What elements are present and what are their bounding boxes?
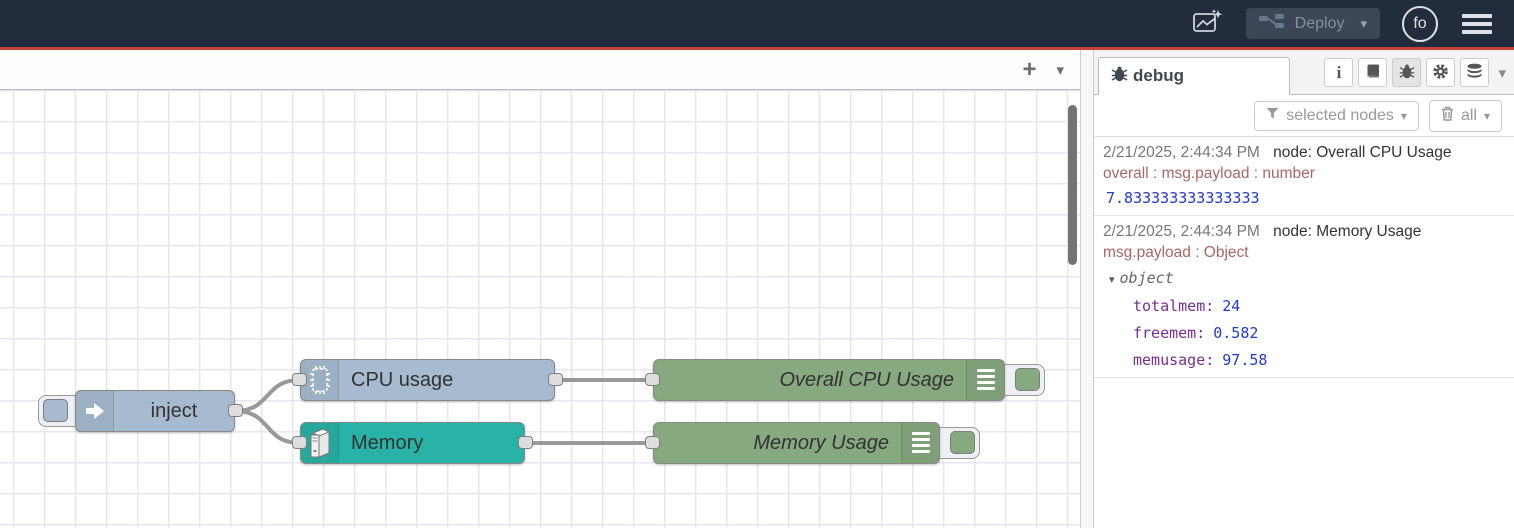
deploy-icon bbox=[1258, 13, 1285, 35]
trash-icon bbox=[1441, 106, 1454, 126]
book-icon bbox=[1365, 63, 1381, 82]
debug-toggle-button[interactable] bbox=[999, 364, 1045, 396]
wire-inject-to-memory[interactable] bbox=[233, 409, 302, 445]
deploy-label: Deploy bbox=[1294, 14, 1345, 32]
inject-arrow-icon bbox=[76, 391, 114, 431]
wire-layer bbox=[233, 377, 655, 446]
node-inject[interactable]: inject bbox=[75, 390, 235, 432]
message-topic: overall : msg.payload : number bbox=[1103, 165, 1315, 182]
port-memory-output[interactable] bbox=[518, 436, 533, 449]
object-root-label[interactable]: object bbox=[1119, 269, 1174, 287]
flow-canvas[interactable]: inject CPU usage bbox=[0, 90, 1080, 528]
deploy-dropdown-chevron-icon[interactable]: ▾ bbox=[1360, 15, 1367, 31]
property-value: 97.58 bbox=[1222, 351, 1268, 369]
wire-inject-to-cpu[interactable] bbox=[233, 378, 302, 413]
property-value: 0.582 bbox=[1213, 324, 1259, 342]
debug-output-icon bbox=[901, 423, 939, 463]
node-label: Overall CPU Usage bbox=[779, 368, 954, 391]
port-cpu-input[interactable] bbox=[292, 373, 307, 386]
message-source-node: node: Memory Usage bbox=[1273, 223, 1422, 240]
info-icon: i bbox=[1336, 62, 1342, 82]
tab-context[interactable] bbox=[1460, 58, 1490, 87]
object-property-row: freemem: 0.582 bbox=[1103, 324, 1505, 342]
node-label: CPU usage bbox=[351, 368, 454, 391]
tree-collapse-chevron-icon[interactable]: ▾ bbox=[1109, 274, 1115, 286]
sidebar-toolbar: i bbox=[1324, 58, 1506, 87]
debug-output-icon bbox=[966, 360, 1004, 400]
node-label: Memory Usage bbox=[753, 431, 889, 454]
port-debug-memory-input[interactable] bbox=[645, 436, 660, 449]
tab-debug-icon-button[interactable] bbox=[1392, 58, 1422, 87]
debug-message[interactable]: 2/21/2025, 2:44:34 PM node: Overall CPU … bbox=[1094, 137, 1514, 216]
add-flow-button[interactable]: + bbox=[1022, 55, 1037, 83]
clear-chevron-icon: ▾ bbox=[1483, 108, 1490, 123]
object-property-row: totalmem: 24 bbox=[1103, 297, 1505, 315]
tab-help[interactable] bbox=[1358, 58, 1388, 87]
header-bar: Deploy ▾ fo bbox=[0, 0, 1514, 47]
deploy-button[interactable]: Deploy ▾ bbox=[1245, 8, 1380, 39]
computer-tower-icon bbox=[301, 423, 339, 463]
bug-icon bbox=[1111, 65, 1128, 87]
gear-icon bbox=[1432, 63, 1449, 83]
clear-label: all bbox=[1460, 106, 1477, 124]
node-label: Memory bbox=[351, 431, 424, 454]
main-menu-button[interactable] bbox=[1460, 10, 1494, 38]
property-key: memusage: bbox=[1133, 351, 1215, 369]
tab-debug-label: debug bbox=[1133, 66, 1184, 85]
sidebar-tab-bar: debug i bbox=[1094, 50, 1514, 95]
filter-chevron-icon: ▾ bbox=[1400, 108, 1407, 123]
sidebar-menu-chevron-icon[interactable]: ▾ bbox=[1498, 64, 1506, 82]
message-topic: msg.payload : Object bbox=[1103, 244, 1249, 261]
message-timestamp: 2/21/2025, 2:44:34 PM bbox=[1103, 223, 1260, 240]
header-accent-line bbox=[0, 47, 1514, 50]
debug-message-list: 2/21/2025, 2:44:34 PM node: Overall CPU … bbox=[1094, 137, 1514, 528]
debug-toggle-button[interactable] bbox=[934, 427, 980, 459]
node-label: inject bbox=[150, 399, 198, 422]
message-value: 7.833333333333333 bbox=[1106, 189, 1260, 207]
export-flow-button[interactable] bbox=[1192, 8, 1224, 39]
flow-list-chevron-icon[interactable]: ▾ bbox=[1056, 61, 1064, 79]
database-icon bbox=[1466, 63, 1483, 83]
debug-message[interactable]: 2/21/2025, 2:44:34 PM node: Memory Usage… bbox=[1094, 216, 1514, 378]
funnel-icon bbox=[1266, 107, 1279, 125]
property-key: totalmem: bbox=[1133, 297, 1215, 315]
message-source-node: node: Overall CPU Usage bbox=[1273, 144, 1452, 161]
node-memory[interactable]: Memory bbox=[300, 422, 525, 464]
tab-config[interactable] bbox=[1426, 58, 1456, 87]
debug-filter-button[interactable]: selected nodes ▾ bbox=[1254, 100, 1419, 131]
property-value: 24 bbox=[1222, 297, 1241, 315]
property-key: freemem: bbox=[1133, 324, 1206, 342]
workspace-tab-bar: + ▾ bbox=[0, 50, 1080, 90]
tab-debug[interactable]: debug bbox=[1098, 57, 1290, 95]
node-debug-overall-cpu[interactable]: Overall CPU Usage bbox=[653, 359, 1005, 401]
port-memory-input[interactable] bbox=[292, 436, 307, 449]
bug-icon bbox=[1399, 63, 1415, 82]
port-cpu-output[interactable] bbox=[548, 373, 563, 386]
avatar-initials: fo bbox=[1413, 14, 1427, 32]
tab-info[interactable]: i bbox=[1324, 58, 1354, 87]
port-debug-cpu-input[interactable] bbox=[645, 373, 660, 386]
debug-filter-bar: selected nodes ▾ all ▾ bbox=[1094, 95, 1514, 137]
sidebar-splitter[interactable] bbox=[1080, 50, 1094, 528]
export-flow-icon bbox=[1192, 8, 1224, 39]
node-cpu-usage[interactable]: CPU usage bbox=[300, 359, 555, 401]
debug-clear-button[interactable]: all ▾ bbox=[1428, 99, 1502, 132]
user-avatar[interactable]: fo bbox=[1402, 5, 1438, 42]
message-timestamp: 2/21/2025, 2:44:34 PM bbox=[1103, 144, 1260, 161]
port-inject-output[interactable] bbox=[228, 404, 243, 417]
canvas-scrollbar[interactable] bbox=[1068, 105, 1077, 265]
node-debug-memory[interactable]: Memory Usage bbox=[653, 422, 940, 464]
sidebar: debug i bbox=[1094, 50, 1514, 528]
hamburger-menu-icon bbox=[1462, 13, 1492, 18]
object-property-row: memusage: 97.58 bbox=[1103, 351, 1505, 369]
filter-label: selected nodes bbox=[1286, 106, 1394, 124]
cpu-chip-icon bbox=[301, 360, 339, 400]
